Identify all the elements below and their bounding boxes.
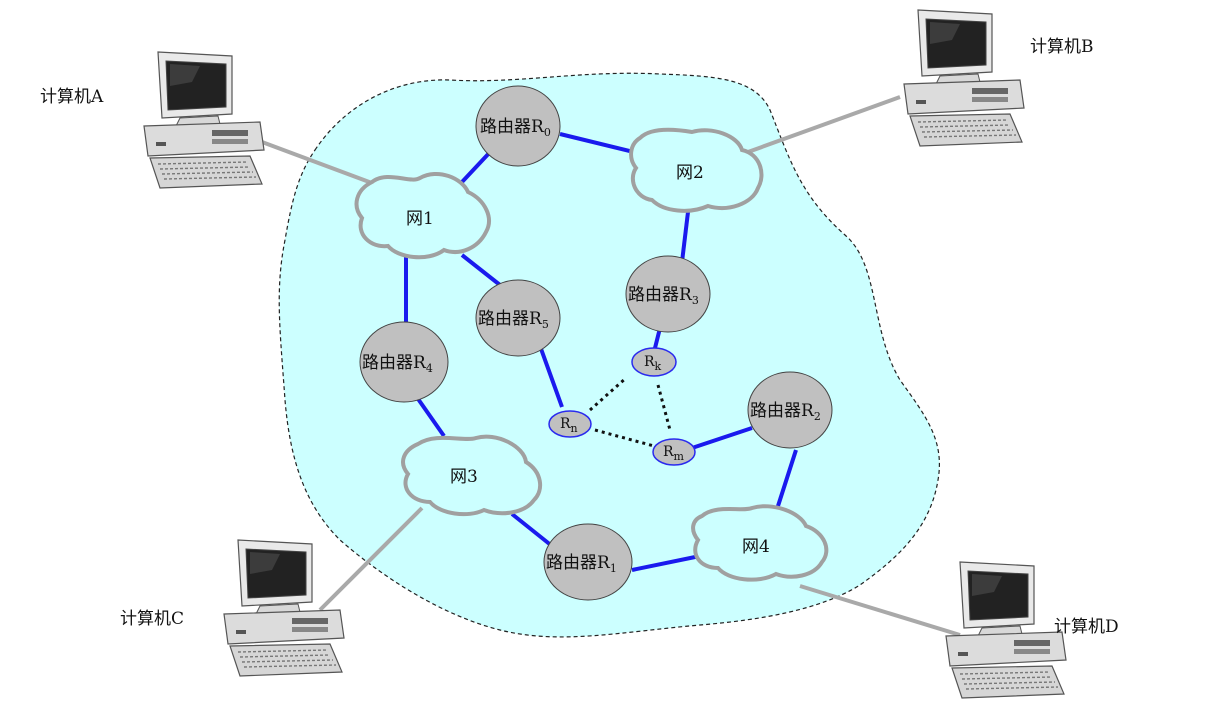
network-3: 网3: [401, 434, 543, 517]
svg-text:Rk: Rk: [644, 354, 662, 373]
network-4-label: 网4: [742, 537, 770, 557]
computer-d: 计算机D: [945, 561, 1119, 699]
computer-b: 计算机B: [903, 9, 1094, 147]
router-r0-prefix: 路由器: [480, 117, 531, 137]
router-r5-prefix: 路由器: [478, 309, 529, 329]
router-rn: Rn: [548, 410, 592, 438]
cloud-icon: [401, 434, 543, 517]
svg-text:Rn: Rn: [560, 416, 578, 435]
router-r2: 路由器R2: [747, 371, 833, 449]
computer-d-label: 计算机D: [1054, 617, 1119, 637]
svg-text:路由器R5: 路由器R5: [478, 309, 549, 331]
router-r4-prefix: 路由器: [362, 353, 413, 373]
computer-a-label: 计算机A: [40, 87, 104, 107]
computer-b-label: 计算机B: [1030, 37, 1094, 57]
computer-icon: [903, 9, 1025, 147]
router-r3: 路由器R3: [625, 255, 711, 333]
cloud-icon: [354, 172, 491, 260]
computer-a: 计算机A: [40, 51, 265, 189]
router-r3-prefix: 路由器: [628, 285, 679, 305]
network-1: 网1: [354, 172, 491, 260]
network-2: 网2: [629, 127, 764, 213]
host-links: [261, 95, 961, 637]
svg-text:路由器R2: 路由器R2: [750, 401, 821, 423]
svg-text:路由器R3: 路由器R3: [628, 285, 699, 307]
router-links: [404, 132, 798, 572]
network-1-label: 网1: [406, 209, 434, 229]
svg-text:路由器R1: 路由器R1: [546, 553, 617, 575]
computer-icon: [223, 539, 345, 677]
network-3-label: 网3: [450, 467, 478, 487]
router-r1-prefix: 路由器: [546, 553, 597, 573]
network-2-label: 网2: [676, 163, 704, 183]
dotted-links: [589, 376, 672, 448]
router-r0: 路由器R0: [475, 85, 561, 167]
cloud-icon: [691, 504, 829, 582]
svg-text:路由器R0: 路由器R0: [480, 117, 551, 139]
computer-icon: [143, 51, 265, 189]
network-4: 网4: [691, 504, 829, 582]
router-r1: 路由器R1: [543, 523, 633, 601]
router-rk: Rk: [631, 347, 677, 377]
svg-text:路由器R4: 路由器R4: [362, 353, 433, 375]
router-rm: Rm: [652, 438, 696, 466]
router-r2-prefix: 路由器: [750, 401, 801, 421]
computer-c: 计算机C: [120, 539, 345, 677]
router-r4: 路由器R4: [359, 321, 449, 403]
router-r5: 路由器R5: [475, 279, 561, 357]
computer-icon: [945, 561, 1067, 699]
cloud-icon: [629, 127, 764, 213]
svg-text:Rm: Rm: [663, 444, 685, 463]
computer-c-label: 计算机C: [120, 609, 184, 629]
